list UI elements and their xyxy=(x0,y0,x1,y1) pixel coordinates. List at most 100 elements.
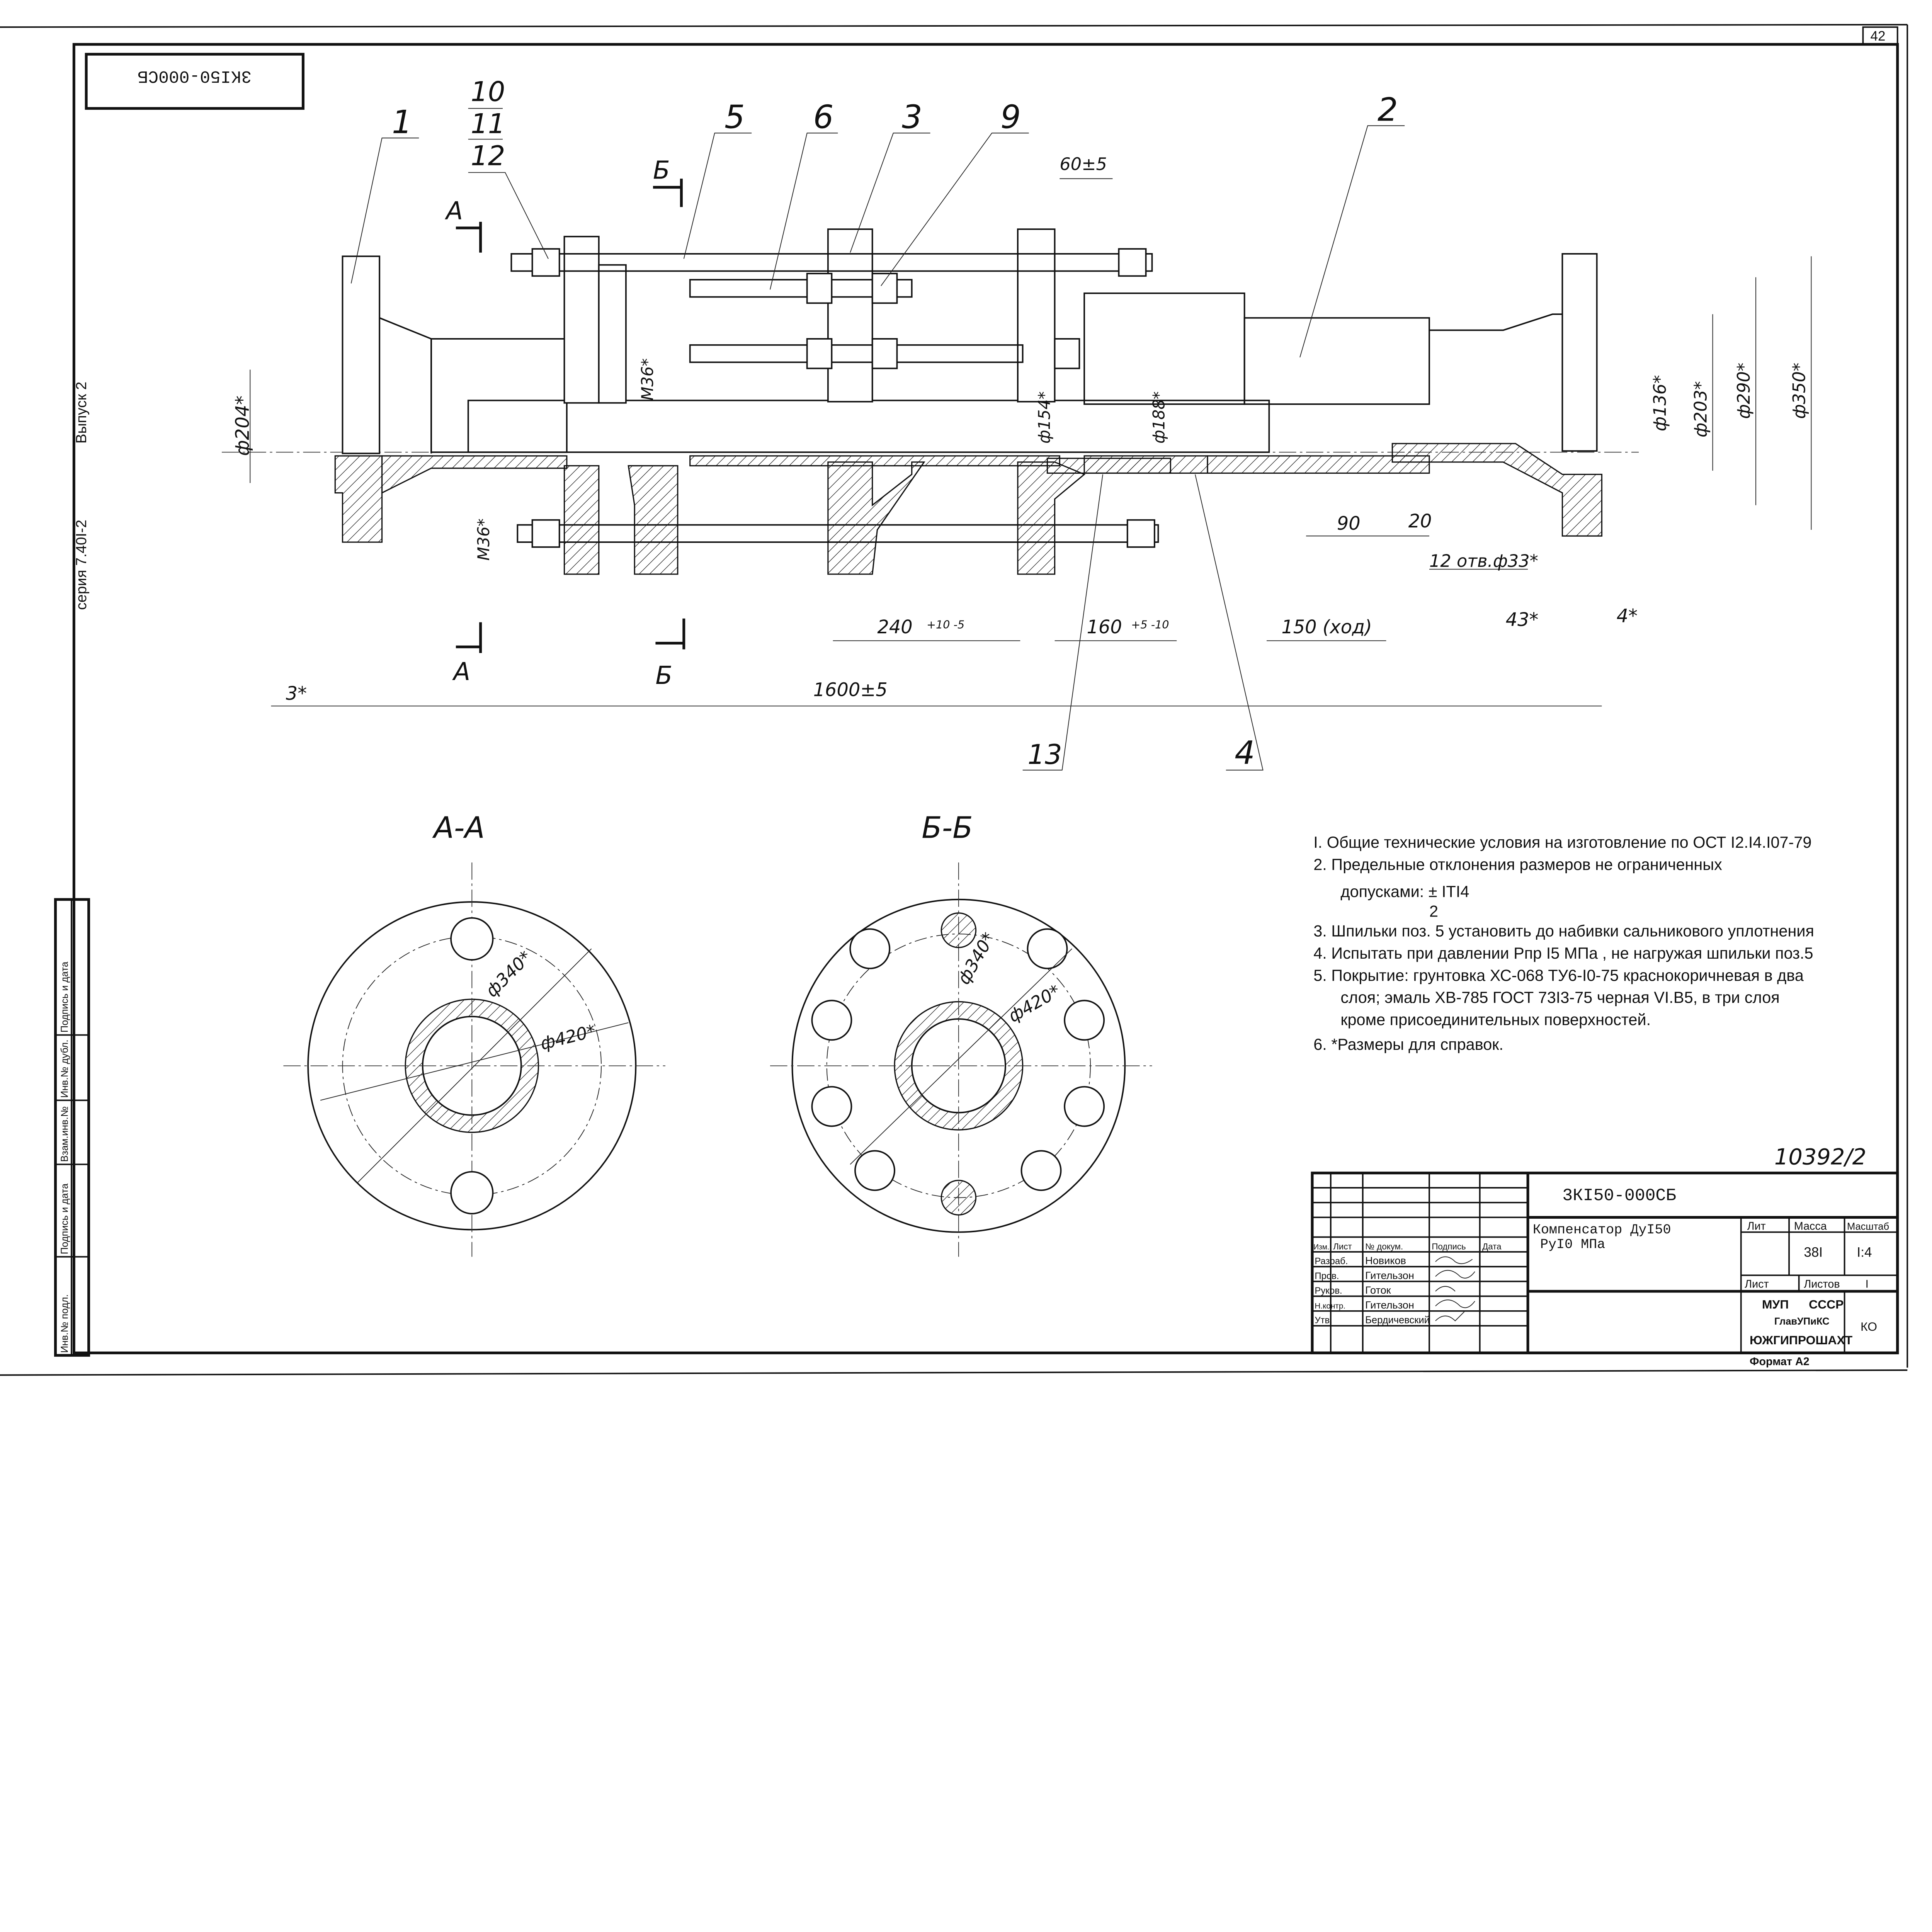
note-2: 2. Предельные отклонения размеров не огр… xyxy=(1313,855,1722,873)
note-5-cont1: слоя; эмаль ХВ-785 ГОСТ 73I3-75 черная V… xyxy=(1340,988,1779,1007)
sheet-frame: 42 3КI50-000СБ Выпуск 2 серия 7.40I-2 xyxy=(0,24,1908,1376)
title-block: 3КI50-000СБ Компенсатор ДуI50 РуI0 МПа И… xyxy=(1311,1172,1899,1368)
margin-stamp: Инв.№ подл. Подпись и дата Взам.инв.№ Ин… xyxy=(54,898,90,1357)
dim-204: ф204* xyxy=(232,396,253,456)
tb-role: Н.контр. xyxy=(1315,1301,1345,1310)
section-mark-a-bottom: А xyxy=(452,658,470,686)
position-4: 4 xyxy=(1235,734,1255,772)
dim-m36-top: М36* xyxy=(638,358,657,400)
dim-154: ф154* xyxy=(1035,391,1054,444)
position-6: 6 xyxy=(813,99,834,136)
tb-header: Лист xyxy=(1333,1242,1352,1251)
stamp-label: Взам.инв.№ xyxy=(59,1106,70,1162)
tb-role: Пров. xyxy=(1315,1271,1339,1281)
position-labels: 1 2 3 4 5 6 9 10 11 12 13 xyxy=(350,76,1405,772)
series-label: серия 7.40I-2 xyxy=(73,520,90,610)
position-11: 11 xyxy=(471,108,505,139)
dim-m36-bottom: М36* xyxy=(474,519,493,561)
dim-1600: 1600±5 xyxy=(813,680,888,701)
note-2-tolerance: допусками: ± IТI4 xyxy=(1340,882,1469,900)
tb-scale: I:4 xyxy=(1857,1245,1872,1260)
note-5-cont2: кроме присоединительных поверхностей. xyxy=(1340,1010,1651,1029)
section-a-a-d340: ф340* xyxy=(482,947,536,1001)
drawing-sheet: 42 3КI50-000СБ Выпуск 2 серия 7.40I-2 Ин… xyxy=(0,24,1908,1376)
tb-header: № докум. xyxy=(1365,1242,1403,1251)
tb-org-3: ГлавУПиКС xyxy=(1774,1316,1830,1327)
tb-org-2: СССР xyxy=(1809,1297,1844,1311)
tb-name: Гительзон xyxy=(1365,1269,1414,1281)
stamp-label: Инв.№ подл. xyxy=(59,1294,70,1353)
position-3: 3 xyxy=(902,99,922,136)
dim-4: 4* xyxy=(1617,605,1638,627)
tb-mass: 38I xyxy=(1804,1245,1823,1260)
tb-name: Гительзон xyxy=(1365,1299,1414,1311)
stamp-label: Инв.№ дубл. xyxy=(59,1039,70,1098)
note-3: 3. Шпильки поз. 5 установить до набивки … xyxy=(1313,922,1814,940)
section-b-b-title: Б-Б xyxy=(922,811,973,845)
tb-header: Подпись xyxy=(1432,1242,1466,1251)
position-5: 5 xyxy=(724,99,745,136)
dim-stroke: 150 (ход) xyxy=(1281,617,1372,638)
section-b-b-d420: ф420* xyxy=(1005,981,1064,1026)
tb-lit-label: Лит xyxy=(1747,1220,1766,1232)
tb-format: Формат А2 xyxy=(1750,1355,1810,1368)
sheet-number: 42 xyxy=(1871,29,1886,44)
tb-code: КО xyxy=(1861,1320,1877,1333)
section-mark-a-top: А xyxy=(444,197,463,226)
section-a-a: А-А ф340* ф420* xyxy=(283,811,665,1257)
position-1: 1 xyxy=(392,103,412,141)
tb-role: Утв. xyxy=(1315,1315,1332,1326)
stamp-label: Подпись и дата xyxy=(59,1183,70,1254)
tb-mass-label: Масса xyxy=(1794,1220,1827,1232)
tb-header: Дата xyxy=(1482,1242,1502,1251)
position-2: 2 xyxy=(1378,91,1398,128)
archive-number: 10392/2 xyxy=(1774,1144,1866,1170)
tb-sheets: I xyxy=(1866,1278,1869,1290)
dimensions: 60±5 ф204* М36* М36* ф154* ф188* ф136* ф… xyxy=(232,154,1812,707)
position-12: 12 xyxy=(471,140,505,172)
tb-header: Изм. xyxy=(1313,1243,1329,1251)
position-10: 10 xyxy=(471,76,505,107)
issue-label: Выпуск 2 xyxy=(73,382,90,444)
section-mark-b-bottom: Б xyxy=(655,662,672,690)
rotated-doc-code: 3КI50-000СБ xyxy=(138,66,252,85)
dim-136: ф136* xyxy=(1650,375,1670,431)
tb-name-2: РуI0 МПа xyxy=(1540,1237,1605,1252)
dim-240-tolerance: +10 -5 xyxy=(927,618,964,631)
dim-240: 240 xyxy=(877,617,912,638)
dim-43: 43* xyxy=(1506,609,1539,631)
dim-90: 90 xyxy=(1337,513,1361,534)
tb-role: Разраб. xyxy=(1315,1256,1348,1267)
dim-holes: 12 отв.ф33* xyxy=(1429,551,1538,571)
note-5: 5. Покрытие: грунтовка ХС-068 ТУ6-I0-75 … xyxy=(1313,966,1804,984)
tb-name: Новиков xyxy=(1365,1255,1406,1267)
note-6: 6. *Размеры для справок. xyxy=(1313,1035,1503,1053)
tb-name: Готок xyxy=(1365,1284,1391,1296)
section-a-a-title: А-А xyxy=(432,811,485,845)
note-2-denominator: 2 xyxy=(1429,902,1438,920)
tb-sheets-label: Листов xyxy=(1804,1278,1840,1290)
tb-scale-label: Масштаб xyxy=(1847,1221,1889,1232)
tb-org-1: МУП xyxy=(1762,1297,1789,1311)
dim-188: ф188* xyxy=(1150,391,1168,444)
dim-160-tolerance: +5 -10 xyxy=(1131,618,1169,631)
tb-sheet-label: Лист xyxy=(1745,1278,1769,1290)
dim-3: 3* xyxy=(286,683,307,704)
section-markers: А А Б Б xyxy=(444,156,685,690)
dim-203: ф203* xyxy=(1690,381,1711,437)
dim-20: 20 xyxy=(1408,511,1432,532)
note-4: 4. Испытать при давлении Рпр I5 МПа , не… xyxy=(1313,944,1813,962)
dim-60: 60±5 xyxy=(1060,154,1107,174)
section-mark-b-top: Б xyxy=(653,156,670,185)
position-13: 13 xyxy=(1027,739,1062,770)
tb-name: Бердичевский xyxy=(1365,1315,1430,1326)
dim-290: ф290* xyxy=(1734,363,1754,419)
tb-org-4: ЮЖГИПРОШАХТ xyxy=(1750,1333,1853,1347)
note-1: I. Общие технические условия на изготовл… xyxy=(1313,833,1811,851)
signatures xyxy=(1435,1256,1475,1321)
stamp-label: Подпись и дата xyxy=(59,961,70,1032)
position-9: 9 xyxy=(1000,99,1021,136)
tb-role: Руков. xyxy=(1315,1286,1342,1296)
dim-350: ф350* xyxy=(1789,363,1810,419)
main-view xyxy=(221,228,1639,575)
